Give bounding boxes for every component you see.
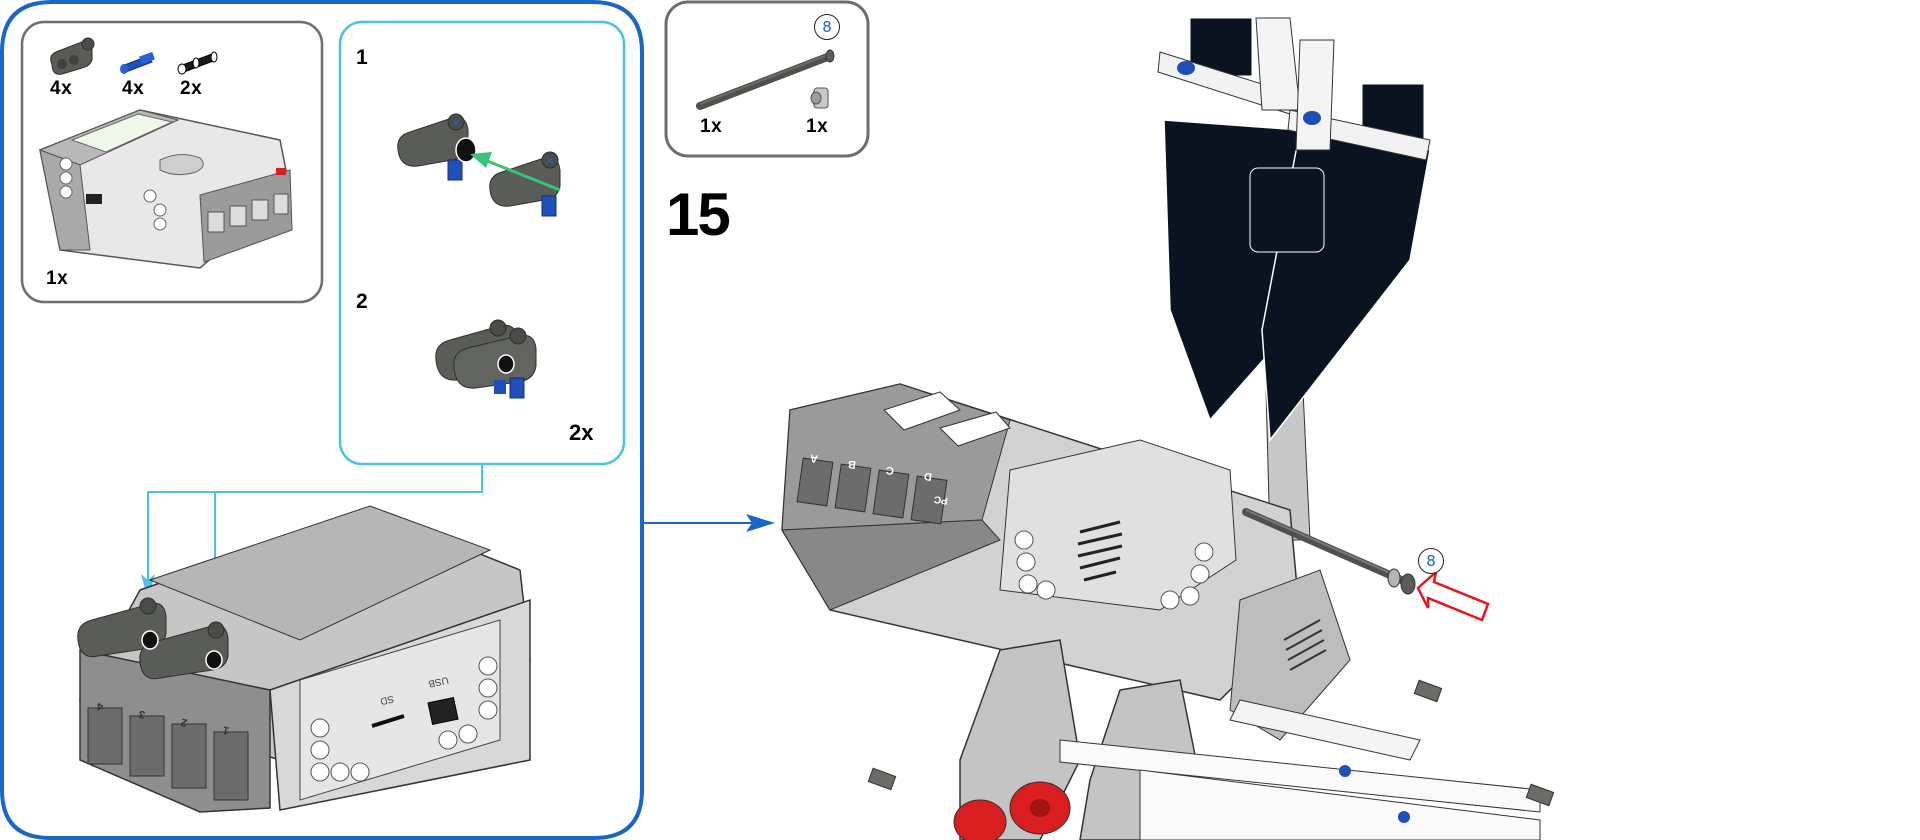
part-axle-8-icon [696, 49, 835, 110]
step-number: 15 [666, 181, 731, 248]
substep-number-2: 2 [356, 290, 368, 313]
substep-multiplier: 2x [569, 420, 594, 445]
part-qty-pin-long-black: 2x [180, 78, 203, 99]
motor-port-label-c: C [885, 463, 895, 477]
motor-port-label-a: A [809, 451, 819, 465]
submodel-connector-arrowhead [746, 514, 775, 532]
substep-number-1: 1 [356, 46, 368, 69]
substep-1-illustration: ✕ ✕ [397, 113, 561, 217]
pc-port-label: PC [933, 493, 949, 506]
part-bush-icon [810, 87, 829, 109]
part-qty-bush: 1x [806, 116, 829, 137]
main-model-illustration [781, 17, 1555, 840]
motor-port-label-d: D [923, 469, 933, 483]
part-qty-axle-pin-blue: 4x [122, 78, 145, 99]
part-pin-connector-perpendicular-icon [50, 37, 95, 75]
part-axle-pin-blue-icon [120, 51, 155, 74]
substep-2-illustration [435, 319, 537, 399]
part-qty-ev3-brick: 1x [46, 268, 69, 289]
part-ev3-brick-icon [38, 109, 293, 269]
substep-1-move-arrow [470, 152, 561, 192]
svg-text:✕: ✕ [546, 156, 554, 167]
inserted-axle-8 [1242, 508, 1416, 595]
svg-text:✕: ✕ [452, 118, 460, 129]
part-qty-axle-8: 1x [700, 116, 723, 137]
axle-length-badge-model: 8 [1418, 548, 1444, 574]
submodel-brick-illustration [77, 505, 531, 813]
motor-port-label-b: B [847, 457, 857, 471]
insert-arrow-icon [1416, 568, 1490, 622]
submodel-frame [0, 0, 644, 840]
part-qty-pin-connector: 4x [50, 78, 73, 99]
substep-box [338, 20, 626, 466]
part-pin-long-black-icon [177, 51, 218, 75]
axle-length-badge-parts: 8 [814, 14, 840, 40]
